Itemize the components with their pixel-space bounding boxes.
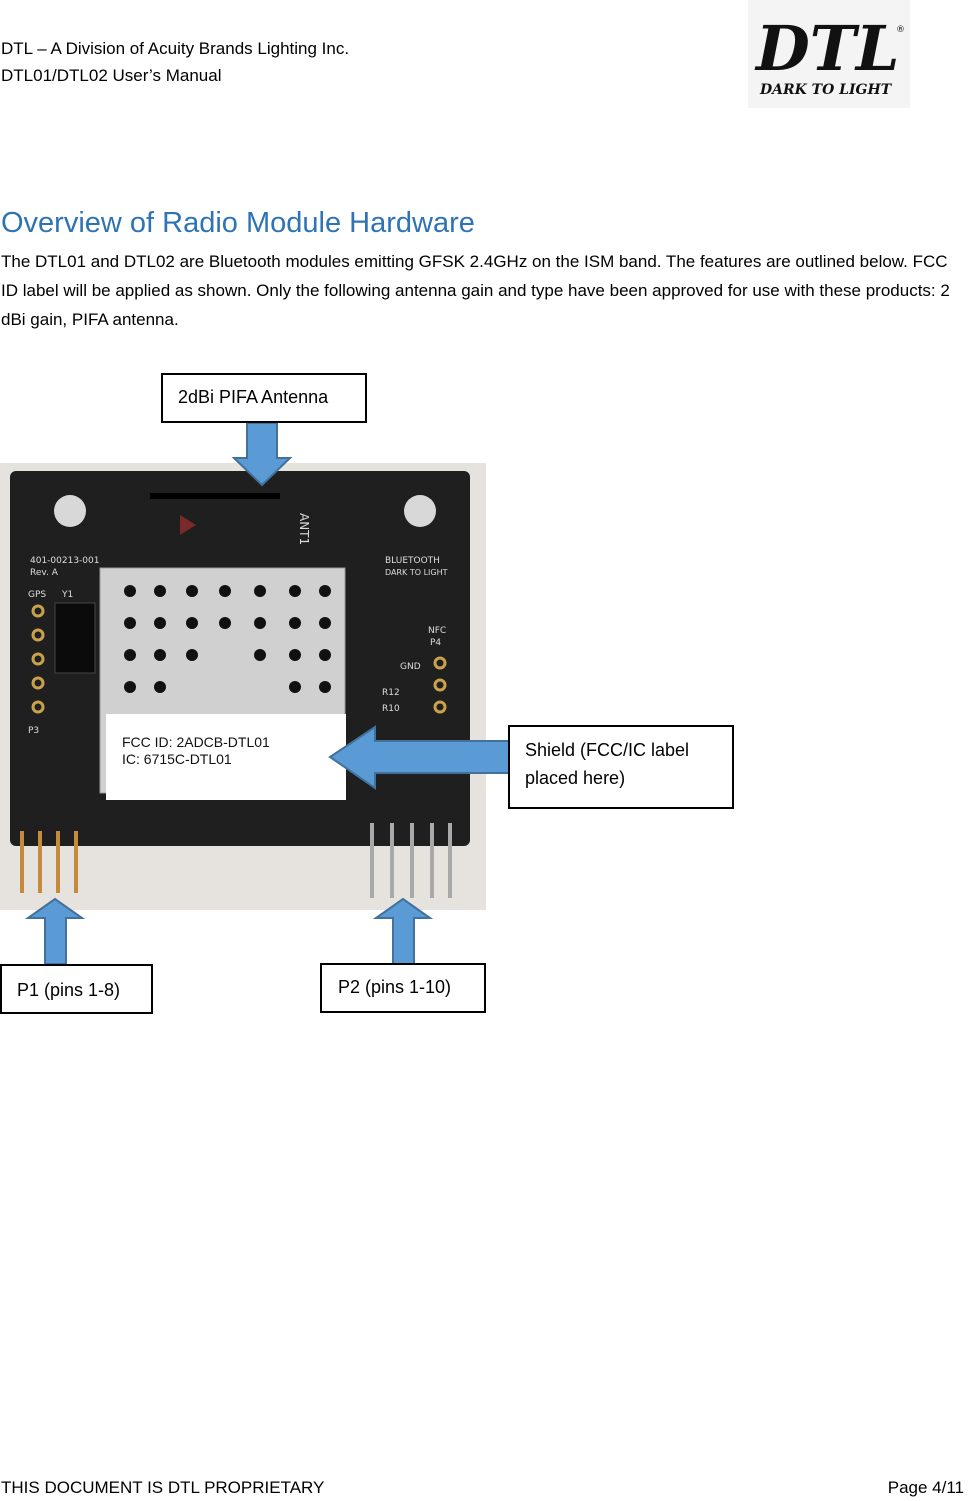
section-title: Overview of Radio Module Hardware: [1, 207, 475, 239]
logo-registered-mark: ®: [896, 25, 905, 35]
dtl-logo: DTL ® DARK TO LIGHT: [748, 0, 910, 108]
silk-p4: P4: [430, 638, 441, 648]
silk-gnd: GND: [400, 662, 421, 672]
header-manual-title: DTL01/DTL02 User’s Manual: [1, 66, 222, 85]
logo-tagline: DARK TO LIGHT: [759, 82, 893, 98]
callout-shield: Shield (FCC/IC label placed here): [508, 725, 734, 809]
silk-dark-to-light: DARK TO LIGHT: [385, 568, 448, 577]
header-company: DTL – A Division of Acuity Brands Lighti…: [1, 39, 350, 58]
silk-rev: Rev. A: [30, 568, 59, 578]
silk-nfc: NFC: [428, 626, 446, 636]
silk-p3: P3: [28, 726, 39, 736]
silk-y1: Y1: [61, 590, 73, 600]
ic-id-text: IC: 6715C-DTL01: [122, 751, 232, 767]
p2-header-pins: [370, 823, 452, 898]
callout-antenna: 2dBi PIFA Antenna: [161, 373, 367, 423]
silk-r12: R12: [382, 688, 400, 698]
silk-gps: GPS: [28, 590, 46, 600]
fcc-id-label: FCC ID: 2ADCB-DTL01 IC: 6715C-DTL01: [106, 714, 346, 800]
silk-bluetooth: BLUETOOTH: [385, 556, 440, 566]
silk-r10: R10: [382, 704, 400, 714]
footer-proprietary-notice: THIS DOCUMENT IS DTL PROPRIETARY: [1, 1478, 325, 1497]
arrow-p2: [372, 897, 434, 965]
arrow-antenna: [231, 422, 293, 487]
arrow-shield: [328, 725, 511, 790]
section-paragraph: The DTL01 and DTL02 are Bluetooth module…: [1, 252, 950, 329]
callout-p2: P2 (pins 1-10): [320, 963, 486, 1013]
document-header: DTL – A Division of Acuity Brands Lighti…: [1, 35, 349, 89]
logo-text: DTL: [754, 12, 900, 85]
fcc-id-text: FCC ID: 2ADCB-DTL01: [122, 734, 270, 750]
arrow-p1: [24, 897, 86, 965]
silk-part-number: 401-00213-001: [30, 556, 99, 566]
silk-ant1: ANT1: [297, 513, 311, 545]
p1-header-pins: [20, 831, 78, 893]
callout-p1: P1 (pins 1-8): [0, 964, 153, 1014]
footer-page-number: Page 4/11: [887, 1478, 964, 1497]
